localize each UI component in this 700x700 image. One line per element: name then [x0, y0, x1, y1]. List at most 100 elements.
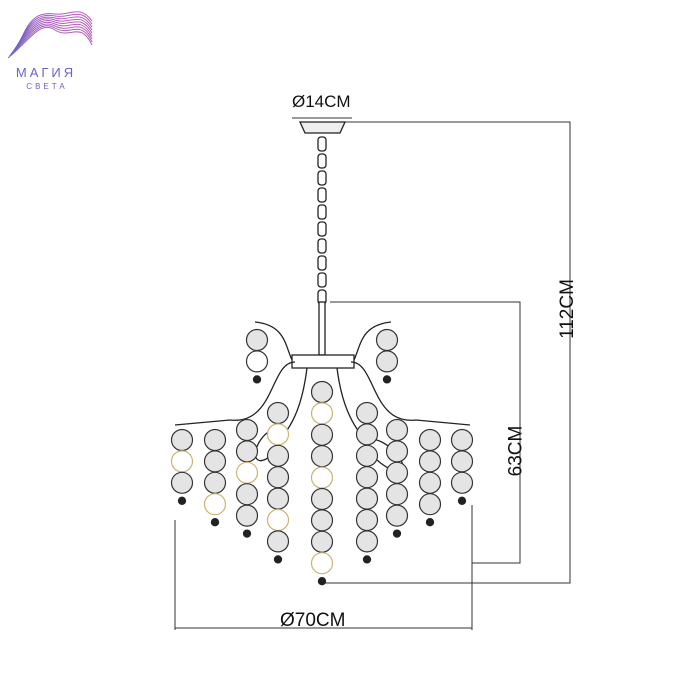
logo-wave-line: [9, 25, 93, 57]
chain-link: [317, 170, 327, 186]
crystal-bead: [235, 440, 259, 463]
crystal-bead: [450, 471, 474, 494]
crystal-bead: [355, 466, 379, 489]
arm-left-outer: [174, 361, 296, 426]
crystal-drop: [210, 518, 220, 527]
logo-tagline: СВЕТА: [26, 82, 68, 91]
crystal-bead: [310, 487, 334, 511]
logo-wave-line: [12, 21, 93, 53]
crystal-strand: [450, 428, 474, 505]
crystal-bead: [375, 328, 399, 352]
arm-right-upper: [353, 321, 392, 361]
crystal-bead: [245, 328, 269, 352]
crystal-bead: [266, 530, 290, 553]
logo-wave-line: [18, 13, 93, 45]
crystal-bead: [310, 509, 334, 532]
gold-ring: [266, 508, 290, 532]
logo-name: МАГИЯ: [15, 65, 77, 80]
crystal-drop: [177, 496, 187, 505]
crystal-bead: [203, 428, 227, 452]
chandelier: [170, 121, 474, 586]
crystal-bead: [418, 428, 442, 452]
chain-link: [317, 238, 327, 254]
crystal-bead: [310, 445, 334, 468]
crystal-drop: [362, 555, 372, 564]
crystal-bead: [245, 350, 269, 373]
crystal-bead: [203, 450, 227, 473]
logo-wave-line: [7, 26, 93, 59]
crystal-strand: [385, 418, 409, 538]
logo-wave-line: [10, 23, 93, 55]
crystal-bead: [385, 504, 409, 527]
crystal-bead: [170, 471, 194, 494]
crystal-drop: [392, 529, 402, 538]
crystal-drop: [457, 496, 467, 505]
crystal-bead: [235, 504, 259, 527]
crystal-strand: [235, 418, 259, 538]
crystal-bead: [235, 483, 259, 506]
crystal-bead: [418, 471, 442, 494]
body-height-line: [330, 301, 521, 564]
crystal-bead: [355, 508, 379, 532]
chain-link: [317, 255, 327, 271]
gold-ring: [266, 423, 290, 446]
crystal-bead: [385, 418, 409, 442]
crystal-bead: [375, 350, 399, 373]
crystal-strand: [355, 401, 379, 564]
crystal-bead: [418, 450, 442, 473]
diameter-label: Ø70CM: [280, 610, 346, 631]
gold-ring: [310, 402, 334, 425]
chain-link: [317, 204, 327, 220]
chain-link: [317, 272, 327, 288]
arm-right-outer: [350, 361, 471, 426]
crystal-strand: [203, 428, 227, 527]
crystal-strand: [418, 428, 442, 527]
gold-ring: [310, 552, 334, 575]
rod: [318, 301, 326, 356]
crystal-drop: [242, 529, 252, 538]
canopy-diameter-label: Ø14CM: [292, 92, 351, 111]
crystal-strand: [375, 328, 399, 384]
canopy: [298, 121, 347, 134]
total-height-line: [325, 121, 571, 584]
chain-link: [317, 187, 327, 203]
crystal-bead: [170, 428, 194, 452]
crystal-bead: [266, 444, 290, 467]
chain-link: [317, 153, 327, 169]
crystal-drop: [273, 555, 283, 564]
crystal-bead: [355, 444, 379, 467]
crystal-strand: [310, 380, 334, 586]
brand-logo: МАГИЯ СВЕТА: [0, 0, 100, 100]
crystal-bead: [385, 483, 409, 506]
crystal-bead: [418, 493, 442, 516]
crystal-bead: [266, 487, 290, 510]
crystal-bead: [310, 423, 334, 446]
crystal-bead: [355, 530, 379, 553]
logo-wave-line: [19, 11, 93, 43]
crystal-bead: [266, 466, 290, 489]
gold-ring: [310, 466, 334, 489]
crystal-strand: [266, 401, 290, 564]
total-height-label: 112CM: [556, 279, 578, 339]
logo-wave-line: [13, 20, 93, 51]
crystal-bead: [355, 487, 379, 510]
gold-ring: [203, 493, 227, 516]
crystal-bead: [310, 530, 334, 553]
hub: [291, 354, 355, 369]
chain-link: [317, 136, 327, 152]
crystal-strand: [170, 428, 194, 505]
gold-ring: [170, 450, 194, 473]
crystal-drop: [317, 577, 327, 586]
crystal-bead: [385, 461, 409, 484]
dimension-lines: [174, 117, 571, 630]
crystal-bead: [266, 401, 290, 425]
crystal-bead: [450, 450, 474, 473]
chain-link: [317, 221, 327, 237]
logo-wave-line: [16, 16, 93, 47]
crystal-drop: [382, 375, 392, 384]
crystal-bead: [450, 428, 474, 452]
gold-ring: [235, 461, 259, 484]
crystal-drop: [425, 518, 435, 527]
crystal-strand: [245, 328, 269, 384]
